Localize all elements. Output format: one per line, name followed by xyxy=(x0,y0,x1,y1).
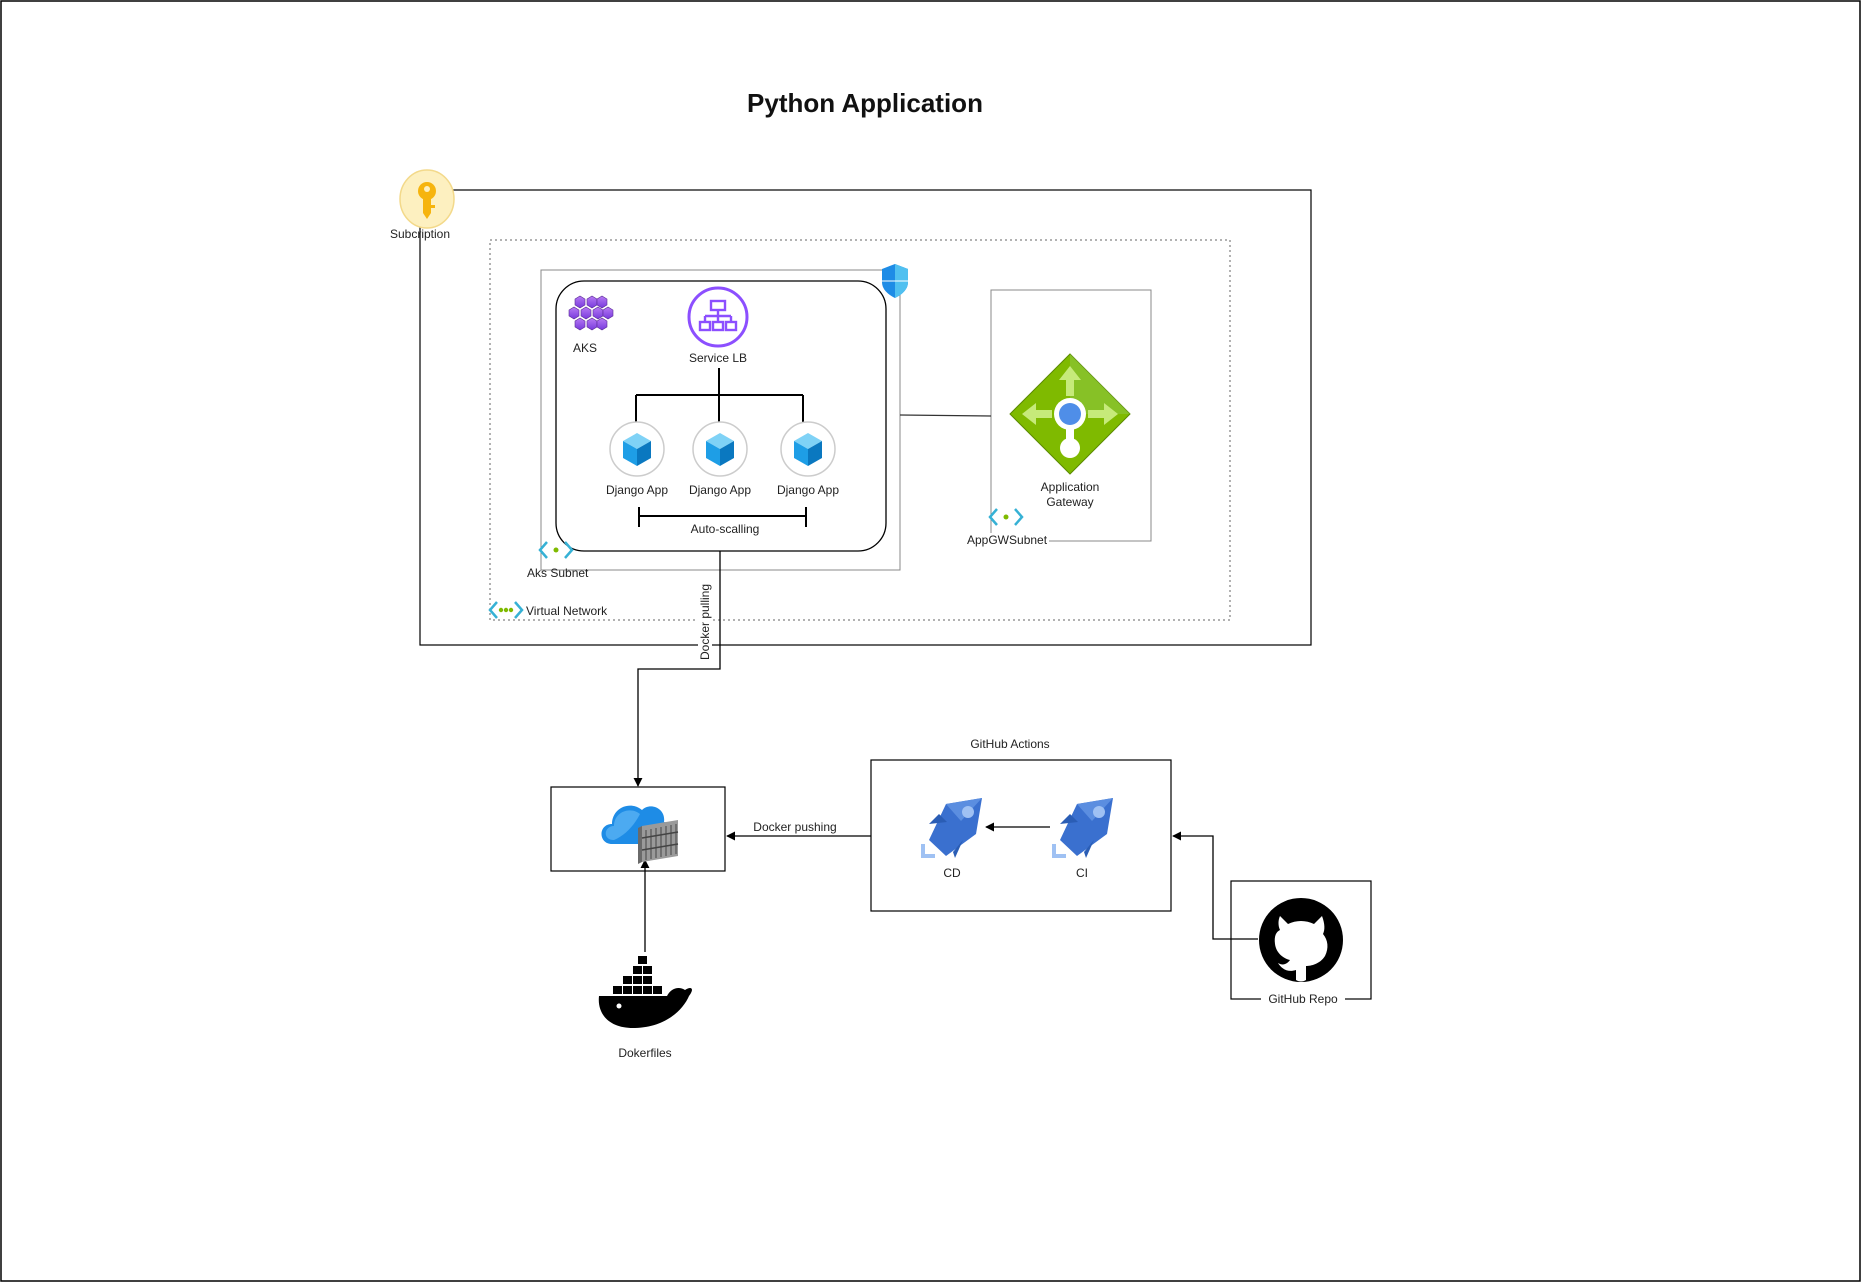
ci-label: CI xyxy=(1076,866,1088,880)
key-icon[interactable] xyxy=(399,169,455,229)
django-app-label: Django App xyxy=(776,483,840,497)
subscription-label: Subcription xyxy=(389,227,451,241)
virtual-network-icon xyxy=(488,601,524,619)
repo-to-actions-connector[interactable] xyxy=(1172,831,1258,940)
container-cube-icon[interactable] xyxy=(780,421,836,477)
subnet-icon xyxy=(988,508,1024,526)
subnet-icon xyxy=(538,541,574,559)
auto-scaling-label: Auto-scalling xyxy=(690,522,760,536)
github-actions-box[interactable] xyxy=(870,759,1172,912)
aks-label: AKS xyxy=(572,341,597,355)
virtual-network-label: Virtual Network xyxy=(526,604,608,618)
docker-pulling-label: Docker pulling xyxy=(698,581,712,663)
load-balancer-icon[interactable] xyxy=(687,286,749,348)
docker-pushing-label: Docker pushing xyxy=(753,820,837,834)
rocket-pipeline-icon[interactable] xyxy=(921,798,982,858)
kubernetes-services-icon xyxy=(568,295,614,331)
page-title: Python Application xyxy=(747,88,983,118)
aks-cluster-container[interactable] xyxy=(555,280,887,552)
container-registry-icon[interactable] xyxy=(601,805,679,864)
service-lb-label: Service LB xyxy=(688,351,748,365)
application-gateway-icon[interactable] xyxy=(1009,353,1131,475)
github-icon[interactable] xyxy=(1259,898,1343,982)
shield-icon xyxy=(882,264,908,298)
container-cube-icon[interactable] xyxy=(609,421,665,477)
rocket-pipeline-icon[interactable] xyxy=(1052,798,1113,858)
aks-to-gateway-connector[interactable] xyxy=(899,414,992,417)
virtual-network-container[interactable] xyxy=(489,239,1231,621)
lb-tree-connectors xyxy=(635,368,804,422)
container-cube-icon[interactable] xyxy=(692,421,748,477)
github-repo-label: GitHub Repo xyxy=(1261,992,1345,1007)
docker-pulling-connector[interactable] xyxy=(633,551,721,787)
aks-subnet-label: Aks Subnet xyxy=(527,566,589,580)
django-app-label: Django App xyxy=(605,483,669,497)
docker-whale-icon xyxy=(598,956,692,1028)
application-gateway-label-line1: Application xyxy=(1040,480,1100,494)
appgw-subnet-label: AppGWSubnet xyxy=(965,533,1050,548)
django-app-label: Django App xyxy=(688,483,752,497)
application-gateway-label-line2: Gateway xyxy=(1046,495,1094,509)
github-actions-label: GitHub Actions xyxy=(970,737,1050,751)
subscription-container[interactable] xyxy=(419,189,1312,646)
dockerfiles-label: Dokerfiles xyxy=(618,1046,672,1060)
cd-label: CD xyxy=(943,866,961,880)
auto-scaling-bracket xyxy=(638,507,807,527)
